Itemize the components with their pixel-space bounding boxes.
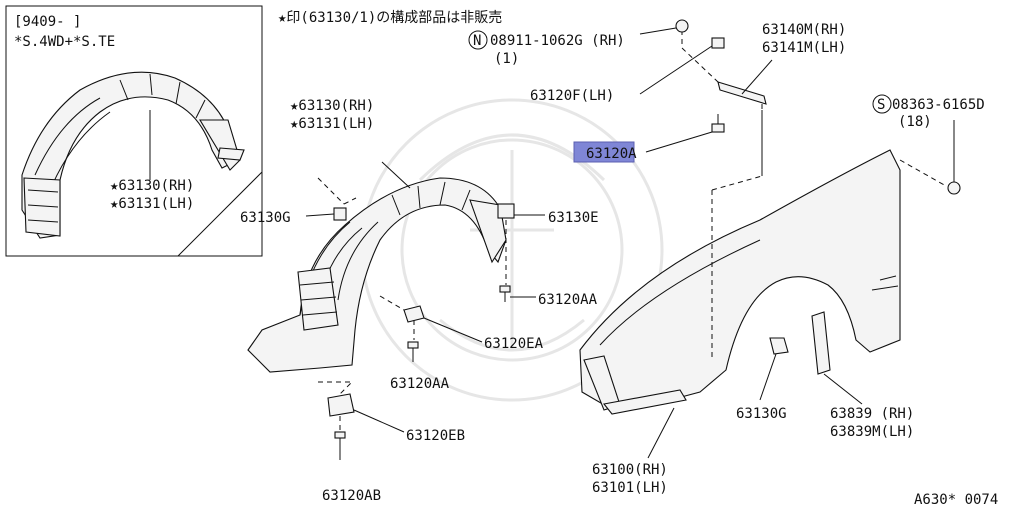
clip-63130g-right [759, 337, 789, 401]
screw-63120aa-mid [407, 341, 419, 362]
label-63130g-right: 63130G [736, 406, 787, 422]
inset-date-code: [9409- ] [14, 14, 81, 30]
label-63131-lh: ★63131(LH) [290, 116, 374, 132]
label-63120aa-right: 63120AA [538, 292, 598, 308]
label-63100: 63100(RH) [592, 462, 668, 478]
label-63130-rh: ★63130(RH) [290, 98, 374, 114]
inset-variant: *S.4WD+*S.TE [14, 34, 115, 50]
s-marker-icon [872, 94, 892, 114]
title-note: ★印(63130/1)の構成部品は非販売 [278, 10, 502, 26]
label-63120aa-mid: 63120AA [390, 376, 450, 392]
bracket-63140m [717, 59, 773, 105]
label-s-screw: S 08363-6165D (18) [872, 94, 985, 130]
inset-leader-line [177, 171, 263, 257]
bolt-63120f [639, 37, 725, 95]
label-63130e: 63130E [548, 210, 599, 226]
label-63120eb: 63120EB [406, 428, 465, 444]
label-63140m: 63140M(RH) [762, 22, 846, 38]
s-prefix: S [877, 97, 885, 113]
clip-63120ea [403, 305, 483, 343]
label-63141m: 63141M(LH) [762, 40, 846, 56]
inset-label-lh: ★63131(LH) [110, 196, 194, 212]
n-marker-icon [468, 30, 488, 50]
label-63839: 63839 (RH) [830, 406, 914, 422]
screw-63120ab [334, 431, 346, 460]
clip-63130g-left [305, 207, 347, 221]
screw-63120aa-right [499, 285, 536, 302]
label-63120f: 63120F(LH) [530, 88, 614, 104]
front-fender-panel [579, 149, 901, 415]
screw-08363 [947, 120, 961, 195]
leader-63130 [381, 161, 411, 189]
label-63120ea: 63120EA [484, 336, 544, 352]
clip-63130e [497, 203, 545, 219]
label-63101: 63101(LH) [592, 480, 668, 496]
s-screw-part: 08363-6165D [892, 97, 985, 113]
fender-liner [247, 177, 507, 373]
s-screw-qty: (18) [898, 114, 932, 130]
figure-code: A630* 0074 [914, 492, 998, 508]
label-n-bolt: N 08911-1062G (RH) (1) [468, 30, 625, 67]
screw-63120a [645, 114, 725, 153]
n-bolt-qty: (1) [494, 51, 519, 67]
inset-fender-liner [21, 71, 245, 239]
label-63839m: 63839M(LH) [830, 424, 914, 440]
n-prefix: N [473, 33, 481, 49]
label-63130g-left: 63130G [240, 210, 291, 226]
leader-63100 [647, 407, 675, 459]
inset-label-rh: ★63130(RH) [110, 178, 194, 194]
bracket-63839 [811, 311, 863, 405]
highlight-box [573, 141, 635, 163]
label-63120ab: 63120AB [322, 488, 381, 504]
bolt-08911 [639, 19, 689, 35]
inset-panel: [9409- ] *S.4WD+*S.TE ★63130(RH) ★63131(… [5, 5, 263, 257]
label-63120a: 63120A [586, 146, 637, 162]
label-63120a-highlighted: 63120A [573, 141, 637, 163]
n-bolt-part: 08911-1062G (RH) [490, 33, 625, 49]
clip-63120eb [327, 393, 405, 433]
